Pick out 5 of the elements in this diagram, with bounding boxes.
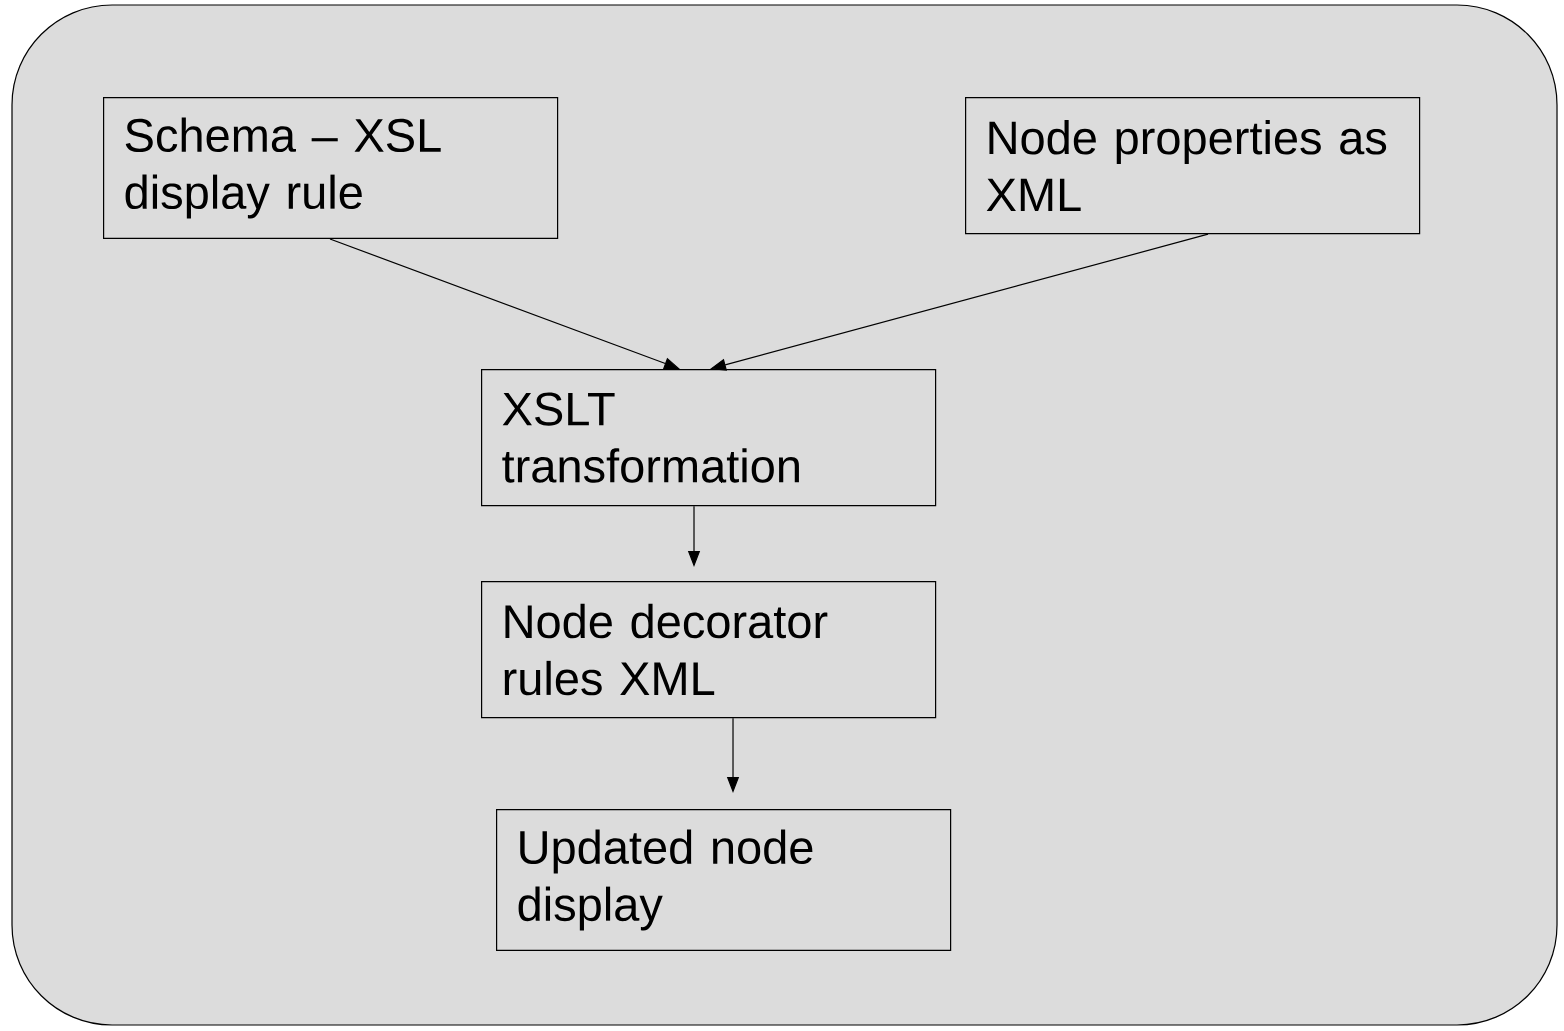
process-box: Node properties as XML <box>965 97 1421 235</box>
process-box: Schema – XSL display rule <box>103 97 559 239</box>
process-box: XSLT transformation <box>481 369 937 507</box>
process-box: Updated node display <box>496 809 952 951</box>
process-box: Node decorator rules XML <box>481 581 937 719</box>
